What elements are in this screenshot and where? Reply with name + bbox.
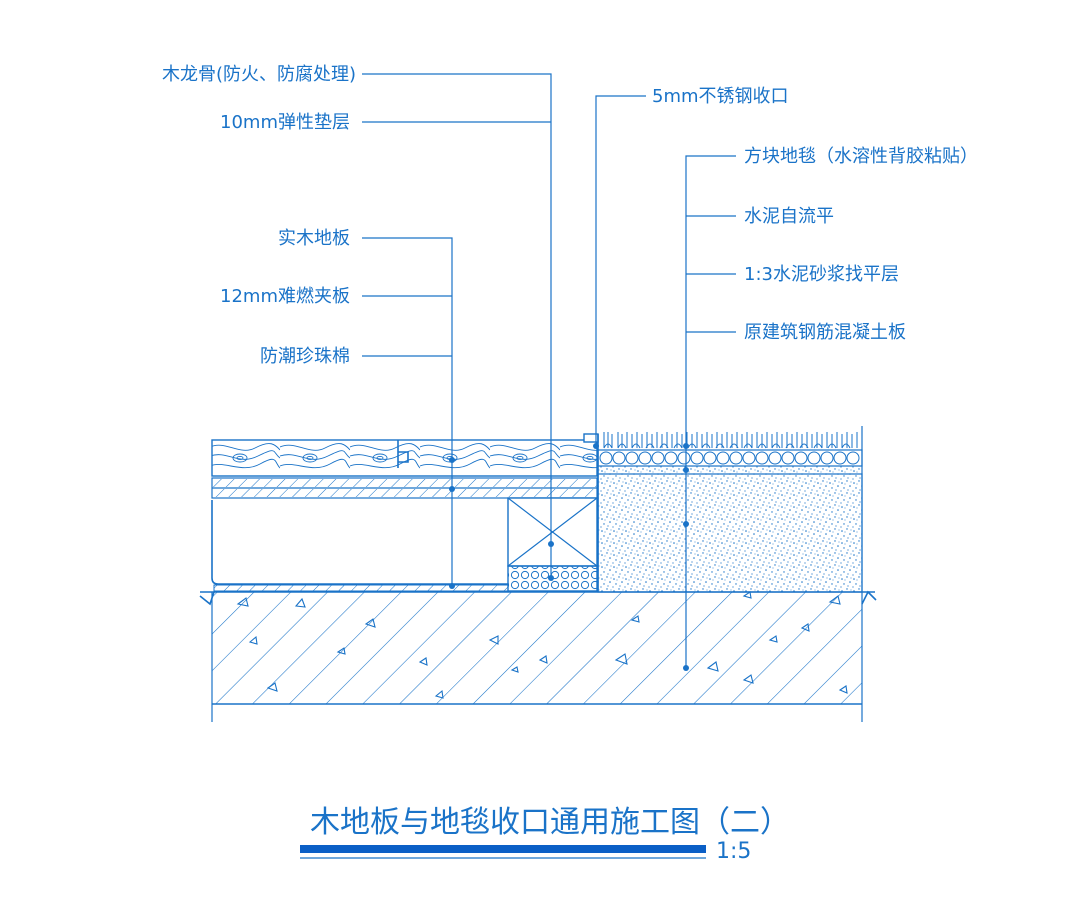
aggregate-marks <box>236 591 848 699</box>
label-keel: 木龙骨(防火、防腐处理) <box>162 64 356 85</box>
label-steel-edge: 5mm不锈钢收口 <box>652 86 789 107</box>
labels-left: 木龙骨(防火、防腐处理) 10mm弹性垫层 实木地板 12mm难燃夹板 防潮珍珠… <box>162 64 356 367</box>
label-self-level: 水泥自流平 <box>744 206 834 227</box>
pearl-cotton-layer <box>213 584 509 592</box>
label-carpet: 方块地毯（水溶性背胶粘贴） <box>744 146 978 167</box>
solid-wood-layer <box>211 439 598 477</box>
title-underline-bar <box>300 845 706 853</box>
carpet-pile <box>603 432 858 449</box>
label-mortar: 1:3水泥砂浆找平层 <box>744 264 899 285</box>
drawing-title: 木地板与地毯收口通用施工图（二） <box>310 805 790 840</box>
drawing-scale: 1:5 <box>716 839 751 864</box>
label-solid-wood: 实木地板 <box>278 228 350 249</box>
elastic-pad-block <box>507 565 598 592</box>
label-pearl-cotton: 防潮珍珠棉 <box>260 346 350 367</box>
self-level-layer <box>597 465 863 475</box>
concrete-slab <box>199 590 877 722</box>
leaders-left <box>362 73 554 589</box>
leaders-right <box>593 95 736 671</box>
labels-right: 5mm不锈钢收口 方块地毯（水溶性背胶粘贴） 水泥自流平 1:3水泥砂浆找平层 … <box>652 86 978 343</box>
wood-floor-assembly <box>211 439 598 592</box>
title-block: 木地板与地毯收口通用施工图（二） 1:5 <box>300 805 790 864</box>
label-plywood: 12mm难燃夹板 <box>220 286 350 307</box>
label-slab: 原建筑钢筋混凝土板 <box>744 322 906 343</box>
label-elastic-pad: 10mm弹性垫层 <box>220 112 350 133</box>
mortar-layer <box>597 473 863 593</box>
carpet-floor-assembly <box>597 426 863 593</box>
wood-keel <box>507 497 598 567</box>
